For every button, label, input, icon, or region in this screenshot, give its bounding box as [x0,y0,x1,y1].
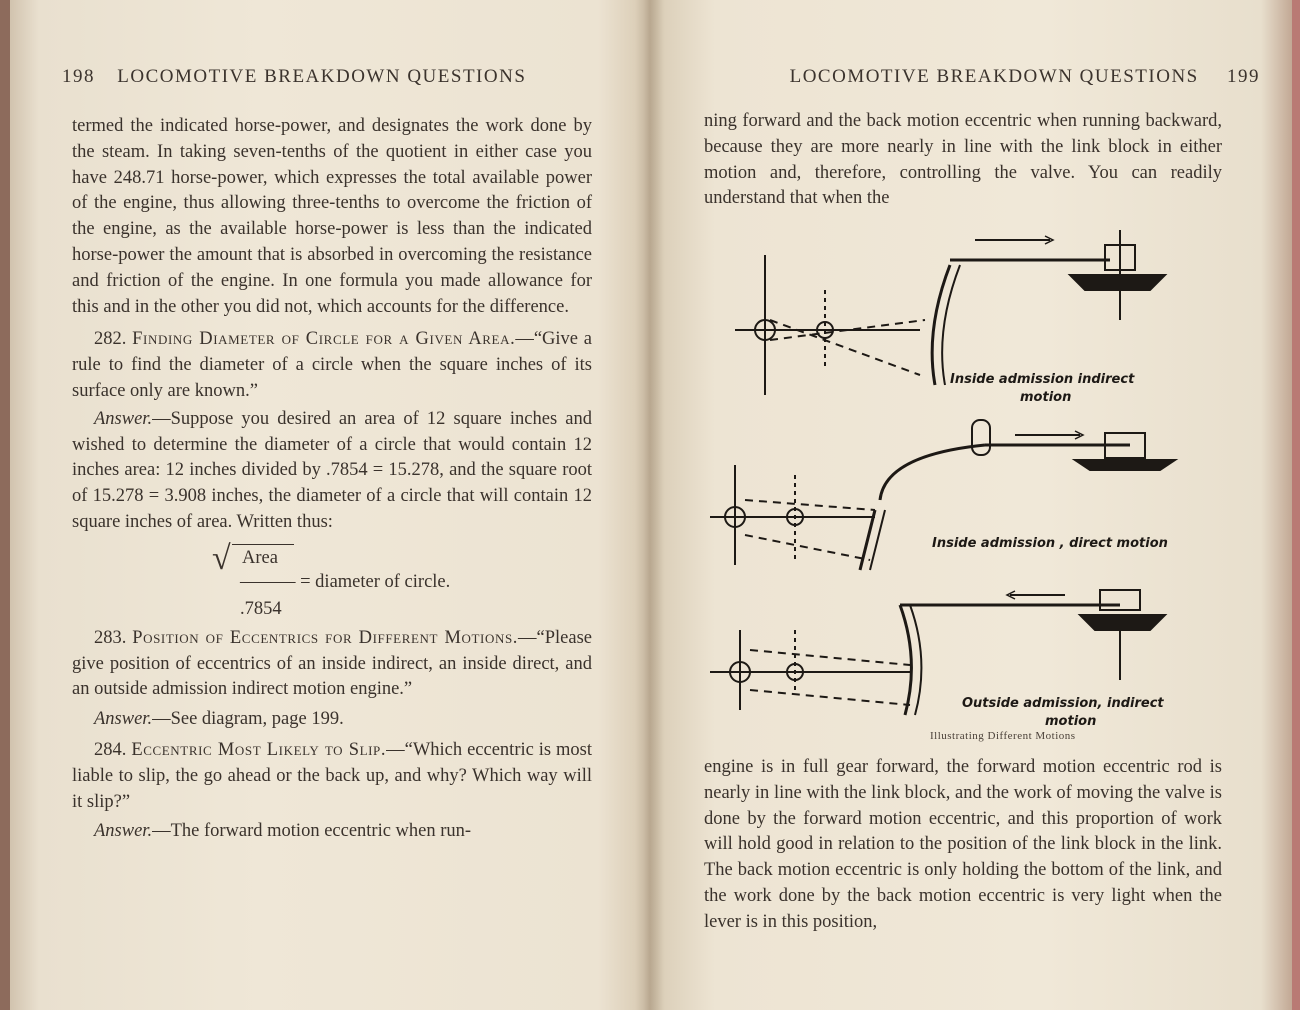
label-inside-indirect-2: motion [1020,390,1071,405]
label-inside-indirect-1: Inside admission indirect [950,372,1135,387]
q282-number: 282. [94,329,127,350]
left-running-head: 198 LOCOMOTIVE BREAKDOWN QUESTIONS [62,66,622,88]
left-running-title: LOCOMOTIVE BREAKDOWN QUESTIONS [117,66,527,87]
answer-282: Answer.—Suppose you desired an area of 1… [72,407,592,536]
right-running-title: LOCOMOTIVE BREAKDOWN QUESTIONS [789,66,1199,87]
a284-text: —The forward motion eccentric when run- [152,821,472,842]
diameter-formula: √ Area ——— = diameter of circle. .7854 [72,539,592,620]
label-outside-indirect-1: Outside admission, indirect [962,696,1164,711]
a282-label: Answer. [94,408,153,429]
left-page: 198 LOCOMOTIVE BREAKDOWN QUESTIONS terme… [20,0,630,1010]
q284-question: —“Which eccentric is most liable to slip… [72,739,593,812]
right-body-bottom: engine is in full gear forward, the forw… [704,755,1222,936]
a283-label: Answer. [94,709,153,730]
radical-bar [232,543,294,545]
left-para-continuation: termed the indicated horse-power, and de… [72,116,592,317]
a284-label: Answer. [94,821,153,842]
left-page-number: 198 [62,66,95,87]
book-cover-edge-left [0,0,10,1010]
question-282: 282. Finding Diameter of Circle for a Gi… [72,327,592,404]
book-gutter [635,0,665,1010]
outside-indirect-figure [710,589,1168,716]
inside-indirect-figure [735,230,1168,395]
a283-text: —See diagram, page 199. [152,709,344,730]
formula-equals: ——— = diameter of circle. [240,571,451,592]
question-284: 284. Eccentric Most Likely to Slip.—“Whi… [72,738,592,815]
q283-heading: Position of Eccentrics for Different Mot… [132,627,519,648]
right-running-head: LOCOMOTIVE BREAKDOWN QUESTIONS 199 [750,66,1260,88]
q284-heading: Eccentric Most Likely to Slip. [131,739,387,760]
q284-number: 284. [94,739,127,760]
formula-denominator: .7854 [240,598,282,619]
label-outside-indirect-2: motion [1045,714,1096,729]
formula-numerator: Area [242,547,278,568]
q283-number: 283. [94,627,127,648]
q283-question: —“Please give position of eccentrics of … [72,627,592,700]
right-para-bottom: engine is in full gear forward, the forw… [704,757,1222,932]
q282-question: —“Give a rule to find the diameter of a … [72,329,593,401]
answer-283: Answer.—See diagram, page 199. [72,707,592,733]
diagram-caption: Illustrating Different Motions [930,730,1076,742]
right-page: LOCOMOTIVE BREAKDOWN QUESTIONS 199 ning … [670,0,1280,1010]
question-283: 283. Position of Eccentrics for Differen… [72,626,592,703]
valve-motion-diagram: Inside admission indirect motion Inside … [710,230,1179,729]
q282-heading: Finding Diameter of Circle for a Given A… [132,329,516,350]
right-page-number: 199 [1227,66,1260,87]
label-inside-direct: Inside admission , direct motion [932,536,1168,551]
answer-284: Answer.—The forward motion eccentric whe… [72,819,592,845]
a282-text: —Suppose you desired an area of 12 squar… [72,408,592,532]
square-root-symbol: √ [212,539,231,577]
right-body-top: ning forward and the back motion eccentr… [704,109,1222,212]
book-cover-edge-right [1292,0,1300,1010]
right-para-top: ning forward and the back motion eccentr… [704,111,1222,209]
inside-direct-figure [710,419,1179,571]
left-body: termed the indicated horse-power, and de… [72,114,592,845]
